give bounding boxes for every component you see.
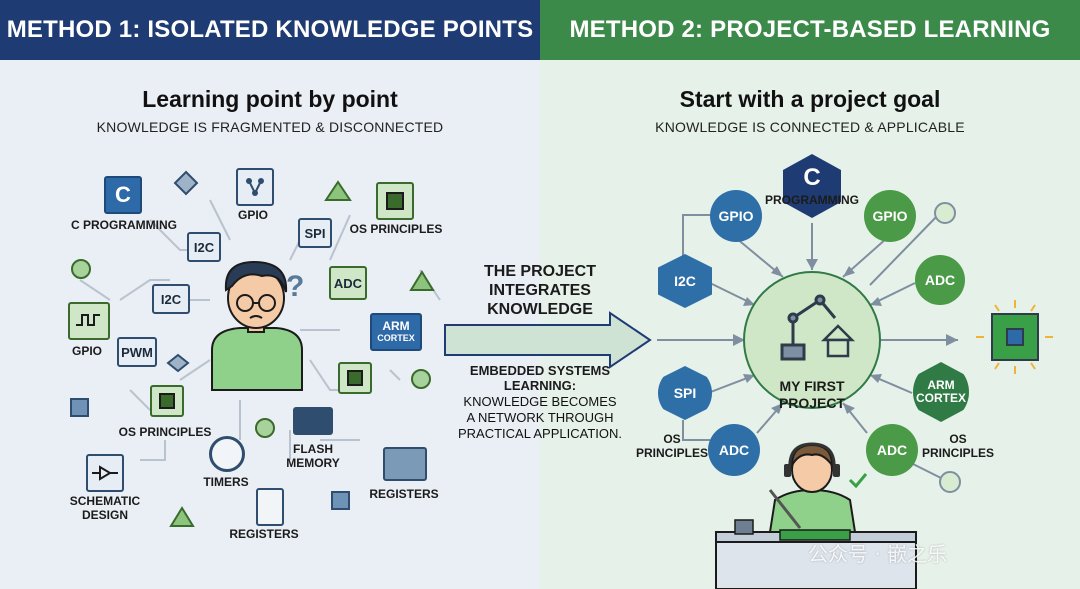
- label-gpio-top: GPIO: [237, 208, 268, 222]
- circle-shape: [939, 471, 961, 493]
- left-title: Learning point by point: [142, 86, 398, 112]
- i2c-node: I2C: [658, 254, 712, 308]
- chip-icon: [991, 313, 1039, 361]
- chip-icon-right: [338, 362, 372, 394]
- c-language-icon: C: [104, 176, 142, 214]
- embedded-text-2: LEARNING:: [503, 378, 577, 393]
- circle-shape: [411, 369, 431, 389]
- branch-icon: [236, 168, 274, 206]
- circle-shape: [255, 418, 275, 438]
- spi-box: SPI: [298, 218, 332, 248]
- triangle-shape: [409, 270, 435, 291]
- house-icon: [820, 324, 856, 358]
- chip-icon-small: [150, 385, 184, 417]
- diamond-shape: [166, 353, 190, 373]
- cortex-label: CORTEX: [377, 333, 415, 343]
- right-caption: KNOWLEDGE IS CONNECTED & APPLICABLE: [655, 119, 965, 135]
- adc-node-right: ADC: [915, 255, 965, 305]
- waveform-icon: [68, 302, 110, 340]
- method-1-header: METHOD 1: ISOLATED KNOWLEDGE POINTS: [0, 0, 540, 60]
- square-shape: [331, 491, 350, 510]
- i2c-box-a: I2C: [187, 232, 221, 262]
- engineer-figure: [715, 442, 917, 589]
- adc-node-bottom-right: ADC: [866, 424, 918, 476]
- svg-text:?: ?: [286, 270, 304, 303]
- circle-shape: [71, 259, 91, 279]
- pwm-box: PWM: [117, 337, 157, 367]
- arm-node-label: ARM: [927, 378, 955, 392]
- label-c-programming: C PROGRAMMING: [71, 218, 177, 232]
- triangle-shape: [169, 506, 195, 527]
- label-schematic-2: DESIGN: [81, 508, 128, 522]
- arrow-text-2: INTEGRATES: [489, 282, 591, 299]
- c-node: C: [783, 154, 841, 218]
- circle-shape: [934, 202, 956, 224]
- right-title: Start with a project goal: [679, 86, 941, 112]
- arrow-text-1: THE PROJECT: [483, 263, 596, 280]
- cortex-node-label: CORTEX: [915, 391, 966, 405]
- spi-node: SPI: [658, 366, 712, 420]
- registers-stack-icon: [383, 447, 427, 481]
- label-timers: TIMERS: [203, 475, 249, 489]
- arm-label: ARM: [382, 319, 410, 333]
- adc-node-bottom-left: ADC: [708, 424, 760, 476]
- left-caption: KNOWLEDGE IS FRAGMENTED & DISCONNECTED: [96, 119, 444, 135]
- embedded-text-5: PRACTICAL APPLICATION.: [458, 426, 622, 441]
- label-os-right-2: PRINCIPLES: [921, 446, 994, 460]
- gpio-node-left: GPIO: [710, 190, 762, 242]
- processor-icon: [376, 182, 414, 220]
- student-figure: [211, 260, 303, 391]
- label-os-right-1: OS: [949, 432, 967, 446]
- label-flash-1: FLASH: [293, 442, 333, 456]
- timer-icon: [209, 436, 245, 472]
- label-os-principles-top: OS PRINCIPLES: [349, 222, 443, 236]
- gpio-node-right: GPIO: [864, 190, 916, 242]
- method-2-header: METHOD 2: PROJECT-BASED LEARNING: [540, 0, 1080, 60]
- i2c-box-b: I2C: [152, 284, 190, 314]
- document-icon: [256, 488, 284, 526]
- flash-memory-icon: [293, 407, 333, 435]
- label-os-left-1: OS: [663, 432, 681, 446]
- project-label-2: PROJECT: [778, 395, 846, 411]
- project-label-1: MY FIRST: [779, 378, 845, 394]
- label-programming: PROGRAMMING: [765, 193, 859, 207]
- embedded-text-4: A NETWORK THROUGH: [466, 410, 614, 425]
- diamond-shape: [173, 170, 199, 196]
- embedded-text-3: KNOWLEDGE BECOMES: [463, 394, 617, 409]
- arm-cortex-box: ARM CORTEX: [370, 313, 422, 351]
- adc-box: ADC: [329, 266, 367, 300]
- schematic-icon: [86, 454, 124, 492]
- label-schematic-1: SCHEMATIC: [69, 494, 141, 508]
- watermark: 公众号 · 嵌之乐: [808, 542, 948, 566]
- label-os-left-2: PRINCIPLES: [635, 446, 708, 460]
- label-registers-right: REGISTERS: [369, 487, 439, 501]
- robot-arm-icon: [780, 294, 837, 361]
- label-gpio-left: GPIO: [71, 344, 102, 358]
- triangle-shape: [324, 180, 352, 201]
- label-os-principles-bottom: OS PRINCIPLES: [118, 425, 212, 439]
- embedded-text-1: EMBEDDED SYSTEMS: [469, 363, 611, 378]
- label-flash-2: MEMORY: [286, 456, 340, 470]
- arrow-text-3: KNOWLEDGE: [487, 301, 593, 318]
- square-shape: [70, 398, 89, 417]
- project-circle: [743, 271, 881, 409]
- center-arrow: [444, 311, 652, 369]
- label-registers-bottom: REGISTERS: [229, 527, 299, 541]
